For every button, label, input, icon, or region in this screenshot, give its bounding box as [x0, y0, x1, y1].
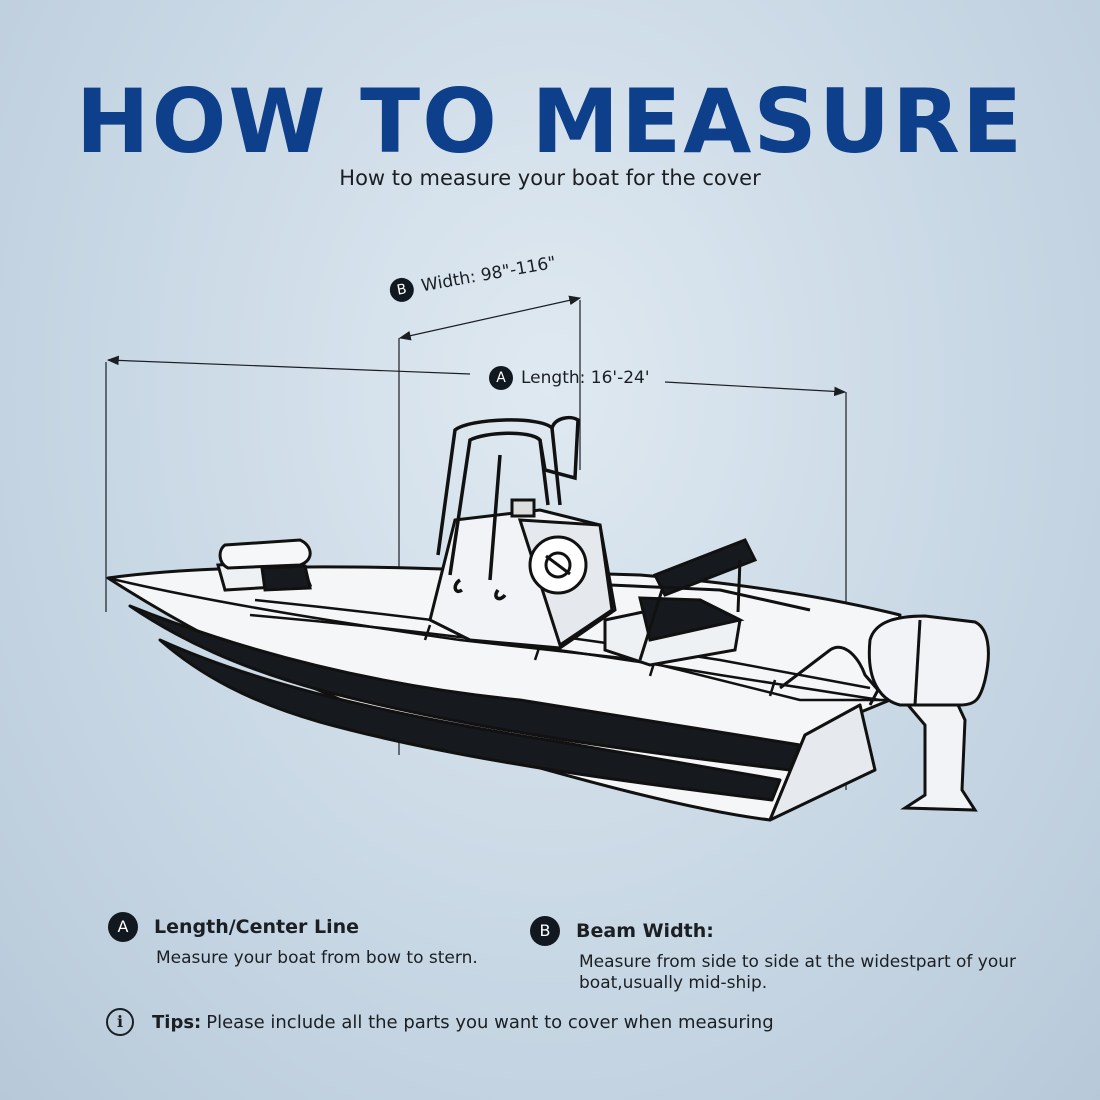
legend-width-badge: B — [530, 916, 560, 946]
center-console — [428, 498, 617, 650]
bow-cooler — [216, 538, 313, 592]
legend-width: B Beam Width: Measure from side to side … — [530, 916, 1030, 994]
legend-length-text: Measure your boat from bow to stern. — [156, 948, 478, 968]
tips-text: Please include all the parts you want to… — [206, 1011, 774, 1033]
t-top-frame — [436, 415, 580, 601]
page-subtitle: How to measure your boat for the cover — [339, 166, 761, 190]
outboard-motor — [867, 614, 990, 812]
legend-width-heading: Beam Width: — [576, 920, 714, 942]
length-badge: A — [489, 366, 513, 390]
legend-length-badge: A — [108, 912, 138, 942]
tips-label: Tips: — [152, 1011, 202, 1033]
legend-length-heading: Length/Center Line — [154, 916, 360, 938]
info-icon: i — [106, 1008, 134, 1036]
tips-row: i Tips: Please include all the parts you… — [106, 1008, 774, 1036]
length-dimension-label: A Length: 16'-24' — [489, 366, 650, 390]
stern-rail — [609, 583, 880, 706]
width-badge: B — [387, 276, 416, 304]
legend-width-text: Measure from side to side at the widestp… — [579, 952, 1017, 993]
length-label-text: Length: 16'-24' — [521, 368, 650, 388]
legend-length: A Length/Center Line Measure your boat f… — [108, 912, 508, 969]
helm-seat — [603, 538, 758, 667]
page-title: HOW TO MEASURE — [75, 70, 1025, 173]
